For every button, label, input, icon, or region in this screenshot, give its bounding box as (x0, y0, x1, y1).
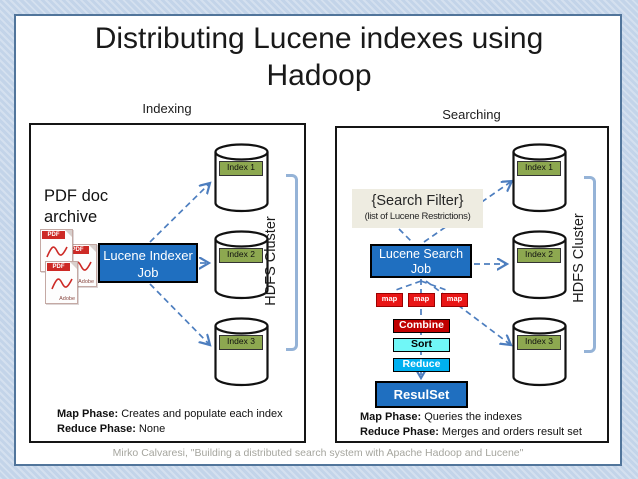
combine-stage-box: Combine (393, 319, 450, 333)
searching-phase-notes: Map Phase: Queries the indexes Reduce Ph… (360, 410, 606, 440)
cluster-bracket-icon (584, 176, 596, 353)
pdf-badge: PDF (66, 246, 89, 254)
adobe-swirl-icon (45, 243, 69, 264)
job-label-line1: Lucene Indexer (103, 248, 193, 263)
reduce-phase-text: None (135, 423, 166, 435)
index-store-cylinder: Index 2 (213, 229, 270, 300)
index-label: Index 1 (517, 161, 561, 176)
sort-stage-box: Sort (393, 338, 450, 352)
citation-text: Mirko Calvaresi, "Building a distributed… (112, 447, 524, 459)
database-cylinder-icon (512, 317, 567, 387)
reduce-phase-text: Merges and orders result set (438, 426, 582, 438)
index-label: Index 3 (219, 335, 263, 350)
index-store-cylinder: Index 1 (213, 142, 270, 213)
indexing-phase-notes: Map Phase: Creates and populate each ind… (57, 407, 303, 437)
index-label: Index 2 (219, 248, 263, 263)
pdf-badge: PDF (47, 263, 70, 271)
page-fold-icon (89, 245, 96, 252)
map-task-box: map (376, 293, 403, 307)
reduce-phase-label: Reduce Phase: (57, 423, 136, 435)
adobe-swirl-icon (50, 275, 74, 296)
hdfs-cluster-label: HDFS Cluster (263, 216, 279, 306)
page-fold-icon (70, 262, 77, 269)
pdf-badge: PDF (42, 231, 65, 239)
pdf-brand: Adobe (59, 296, 75, 302)
search-filter-subtitle: (list of Lucene Restrictions) (364, 211, 471, 222)
pdf-file-icon: PDF Adobe (45, 261, 78, 304)
pdf-brand: Adobe (78, 279, 94, 285)
search-filter-title: {Search Filter} (371, 193, 464, 209)
index-store-cylinder: Index 3 (213, 316, 270, 387)
database-cylinder-icon (512, 230, 567, 300)
index-store-cylinder: Index 3 (511, 316, 568, 387)
reduce-phase-line: Reduce Phase: Merges and orders result s… (360, 425, 606, 440)
searching-heading: Searching (442, 107, 501, 122)
map-phase-label: Map Phase: (57, 408, 119, 420)
resultset-box: ResulSet (375, 381, 468, 408)
map-phase-text: Queries the indexes (421, 411, 523, 423)
reduce-stage-box: Reduce (393, 358, 450, 372)
map-phase-text: Creates and populate each index (118, 408, 283, 420)
reduce-phase-label: Reduce Phase: (360, 426, 439, 438)
map-phase-label: Map Phase: (360, 411, 422, 423)
search-filter-box: {Search Filter} (list of Lucene Restrict… (352, 189, 483, 228)
map-task-box: map (408, 293, 435, 307)
map-phase-line: Map Phase: Creates and populate each ind… (57, 407, 303, 422)
map-task-box: map (441, 293, 468, 307)
lucene-search-job-box: Lucene Search Job (370, 244, 472, 278)
job-label-line2: Job (410, 262, 432, 276)
database-cylinder-icon (214, 317, 269, 387)
job-label-line2: Job (137, 265, 159, 280)
searching-panel-frame (335, 126, 609, 443)
index-store-cylinder: Index 2 (511, 229, 568, 300)
cluster-bracket-icon (286, 174, 298, 351)
indexing-panel-frame (29, 123, 306, 443)
page-fold-icon (65, 230, 72, 237)
reduce-phase-line: Reduce Phase: None (57, 422, 303, 437)
indexing-heading: Indexing (142, 101, 192, 116)
database-cylinder-icon (214, 143, 269, 213)
index-label: Index 1 (219, 161, 263, 176)
map-phase-line: Map Phase: Queries the indexes (360, 410, 606, 425)
database-cylinder-icon (214, 230, 269, 300)
index-store-cylinder: Index 1 (511, 142, 568, 213)
lucene-indexer-job-box: Lucene Indexer Job (98, 243, 198, 283)
pdf-archive-label: PDF doc archive (44, 187, 109, 226)
database-cylinder-icon (512, 143, 567, 213)
index-label: Index 3 (517, 335, 561, 350)
slide-title: Distributing Lucene indexes using Hadoop (94, 22, 544, 92)
index-label: Index 2 (517, 248, 561, 263)
job-label-line1: Lucene Search (378, 247, 464, 261)
